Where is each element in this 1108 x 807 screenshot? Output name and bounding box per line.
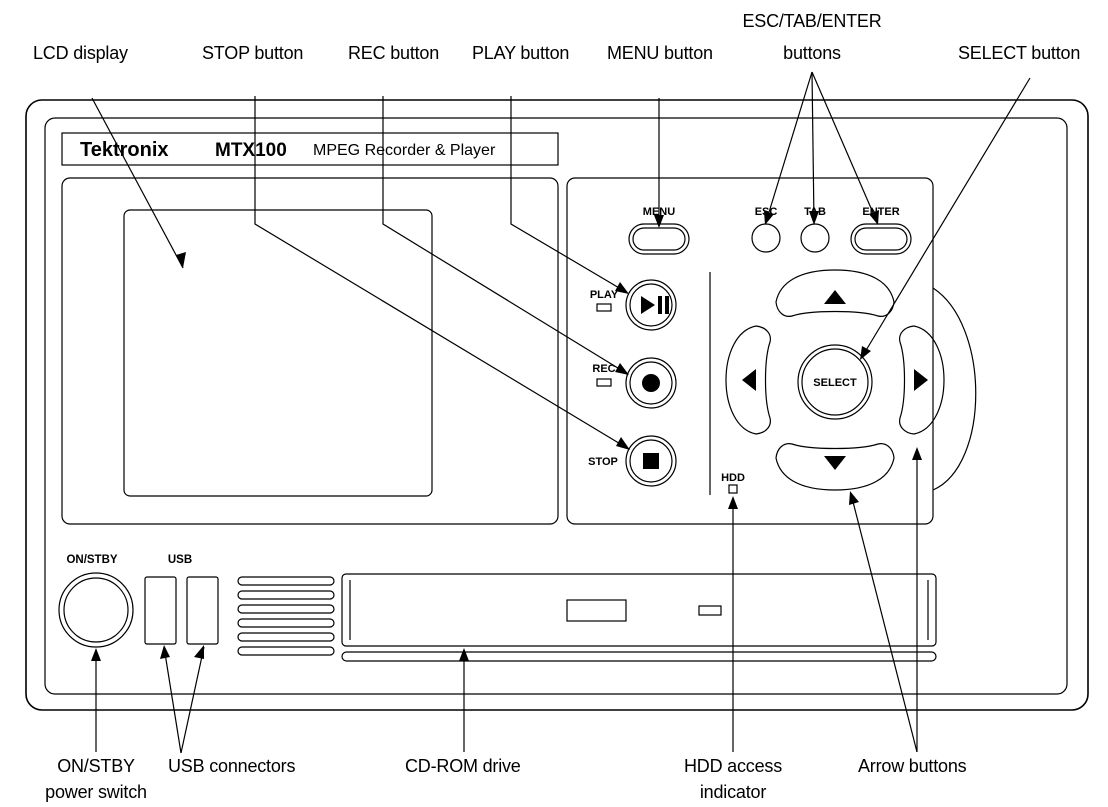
up-arrow-button[interactable] bbox=[775, 269, 895, 317]
callout-stop-button: STOP button bbox=[202, 43, 304, 63]
callout-on-stby-line2: power switch bbox=[45, 782, 147, 802]
callout-play-button: PLAY button bbox=[472, 43, 570, 63]
select-label: SELECT bbox=[813, 377, 857, 389]
usb-port-2[interactable] bbox=[186, 576, 219, 645]
enter-label: ENTER bbox=[862, 206, 899, 218]
callout-esc-tab-enter-line2: buttons bbox=[783, 43, 841, 63]
tab-button[interactable] bbox=[800, 223, 830, 253]
rec-button[interactable] bbox=[625, 357, 677, 409]
callout-on-stby-line1: ON/STBY bbox=[57, 756, 135, 776]
model-description: MPEG Recorder & Player bbox=[313, 142, 496, 159]
callout-select-button: SELECT button bbox=[958, 43, 1081, 63]
play-led bbox=[596, 303, 612, 312]
control-panel bbox=[566, 177, 934, 525]
menu-button[interactable] bbox=[628, 223, 690, 255]
callout-hdd-line1: HDD access bbox=[683, 756, 783, 776]
hdd-led bbox=[728, 484, 738, 494]
callout-rec-button: REC button bbox=[348, 43, 440, 63]
usb-label: USB bbox=[168, 554, 192, 566]
lcd-screen bbox=[123, 209, 433, 497]
chassis-inner bbox=[44, 117, 1068, 695]
leader-lines bbox=[91, 71, 1031, 754]
cdrom-drive[interactable] bbox=[341, 573, 937, 662]
play-pause-button[interactable] bbox=[625, 279, 677, 331]
lcd-bezel bbox=[61, 177, 559, 525]
callout-hdd-line2: indicator bbox=[699, 782, 767, 802]
stop-icon bbox=[643, 453, 659, 469]
rec-label: REC bbox=[592, 363, 615, 375]
stop-button[interactable] bbox=[625, 435, 677, 487]
callout-usb-connectors: USB connectors bbox=[168, 756, 296, 776]
brand-logo: Tektronix bbox=[80, 139, 169, 161]
callout-lcd-display: LCD display bbox=[33, 43, 128, 63]
cdrom-eject-button[interactable] bbox=[698, 605, 722, 616]
arrow-cluster: SELECT bbox=[725, 269, 945, 491]
callout-cdrom-drive: CD-ROM drive bbox=[405, 756, 521, 776]
vent-slots bbox=[237, 576, 335, 656]
select-button[interactable] bbox=[797, 344, 873, 420]
play-pause-icon bbox=[641, 296, 669, 314]
record-icon bbox=[642, 374, 660, 392]
model-name: MTX100 bbox=[215, 140, 287, 161]
callout-esc-tab-enter-line1: ESC/TAB/ENTER bbox=[742, 11, 882, 31]
enter-button[interactable] bbox=[850, 223, 912, 255]
chassis-outer bbox=[25, 99, 1089, 711]
down-arrow-button[interactable] bbox=[775, 443, 895, 491]
rec-led bbox=[596, 378, 612, 387]
arrow-up-icon bbox=[824, 290, 846, 304]
left-arrow-button[interactable] bbox=[725, 325, 771, 435]
arrow-down-icon bbox=[824, 456, 846, 470]
usb-port-1[interactable] bbox=[144, 576, 177, 645]
callout-menu-button: MENU button bbox=[607, 43, 713, 63]
arrow-right-icon bbox=[914, 369, 928, 391]
callout-arrow-buttons: Arrow buttons bbox=[858, 756, 967, 776]
dial-housing bbox=[932, 287, 977, 491]
brand-strip: Tektronix MTX100 MPEG Recorder & Player bbox=[61, 132, 559, 166]
hdd-label: HDD bbox=[721, 472, 745, 484]
arrow-left-icon bbox=[742, 369, 756, 391]
stop-label: STOP bbox=[588, 456, 618, 468]
power-switch[interactable] bbox=[58, 572, 134, 648]
esc-button[interactable] bbox=[751, 223, 781, 253]
on-stby-label: ON/STBY bbox=[66, 554, 117, 566]
right-arrow-button[interactable] bbox=[899, 325, 945, 435]
play-label: PLAY bbox=[590, 289, 619, 301]
